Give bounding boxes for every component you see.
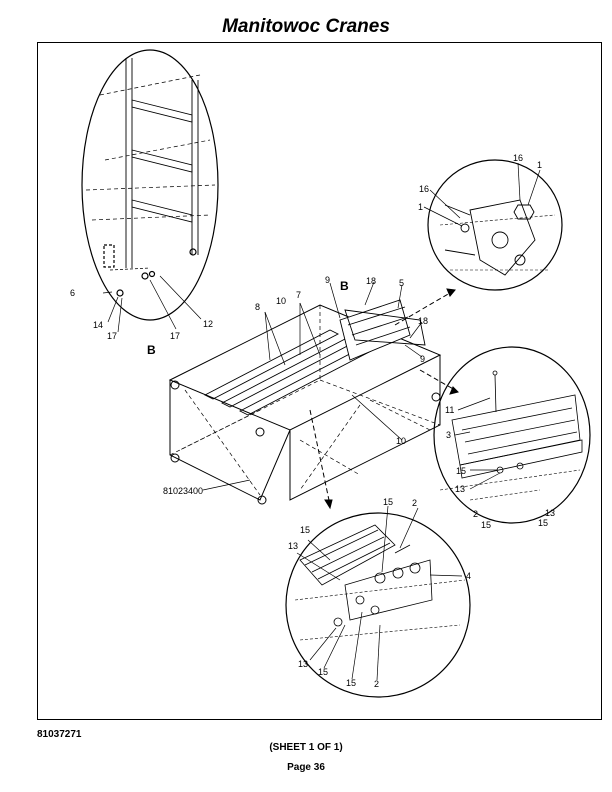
callout-13-right-a: 13 [455, 484, 465, 494]
callout-leaders [102, 162, 541, 681]
document-number: 81037271 [37, 729, 82, 740]
callout-18-right: 18 [418, 316, 428, 326]
callout-7: 7 [296, 290, 301, 300]
callout-15-bottom-a: 15 [318, 667, 328, 677]
callout-15-bottom-left: 15 [300, 525, 310, 535]
callout-2-bottom: 2 [374, 679, 379, 689]
callout-13-bottom: 13 [298, 659, 308, 669]
callout-9-right: 9 [420, 354, 425, 364]
callout-4: 4 [466, 571, 471, 581]
explode-arrows [309, 288, 459, 510]
callout-13-bottom-left: 13 [288, 541, 298, 551]
callout-10-bottom: 10 [396, 436, 406, 446]
callout-2-right: 2 [473, 509, 478, 519]
callout-13-right-b: 13 [545, 508, 555, 518]
drawing-frame [37, 42, 602, 720]
callout-6: 6 [70, 288, 75, 298]
sheet-indicator: (SHEET 1 OF 1) [269, 742, 343, 753]
callout-15-bottom-b: 15 [346, 678, 356, 688]
callout-15-right-a: 15 [456, 466, 466, 476]
callout-8: 8 [255, 302, 260, 312]
callout-15-right-b: 15 [481, 520, 491, 530]
callout-12: 12 [203, 319, 213, 329]
callout-5: 5 [399, 278, 404, 288]
detail-b-ladder [81, 49, 219, 321]
callout-2-bottom-top: 2 [412, 498, 417, 508]
callout-9-top: 9 [325, 275, 330, 285]
detail-bolt-plate [285, 512, 471, 698]
callout-16-top: 16 [513, 153, 523, 163]
detail-pin-connection [427, 159, 563, 291]
callout-17-right: 17 [170, 331, 180, 341]
callout-3: 3 [446, 430, 451, 440]
callout-10-top: 10 [276, 296, 286, 306]
callout-18-top: 18 [366, 276, 376, 286]
page-number: Page 36 [287, 762, 325, 773]
callout-17-left: 17 [107, 331, 117, 341]
callout-11: 11 [445, 405, 454, 415]
callout-14: 14 [93, 320, 103, 330]
page-title: Manitowoc Cranes [222, 16, 390, 37]
callout-15-right-c: 15 [538, 518, 548, 528]
detail-walkway-grating [433, 346, 591, 524]
boom-section-assembly [168, 299, 442, 505]
callout-1-left: 1 [418, 202, 423, 212]
callout-labels: 6 14 17 17 12 B 16 1 16 1 8 10 7 9 B 18 … [70, 153, 555, 689]
assembly-ref-label: 81023400 [163, 486, 203, 496]
callout-16-left: 16 [419, 184, 429, 194]
callout-1-top: 1 [537, 160, 542, 170]
view-b-marker: B [340, 279, 349, 293]
callout-15-bottom-top: 15 [383, 497, 393, 507]
detail-b-label: B [147, 343, 156, 357]
